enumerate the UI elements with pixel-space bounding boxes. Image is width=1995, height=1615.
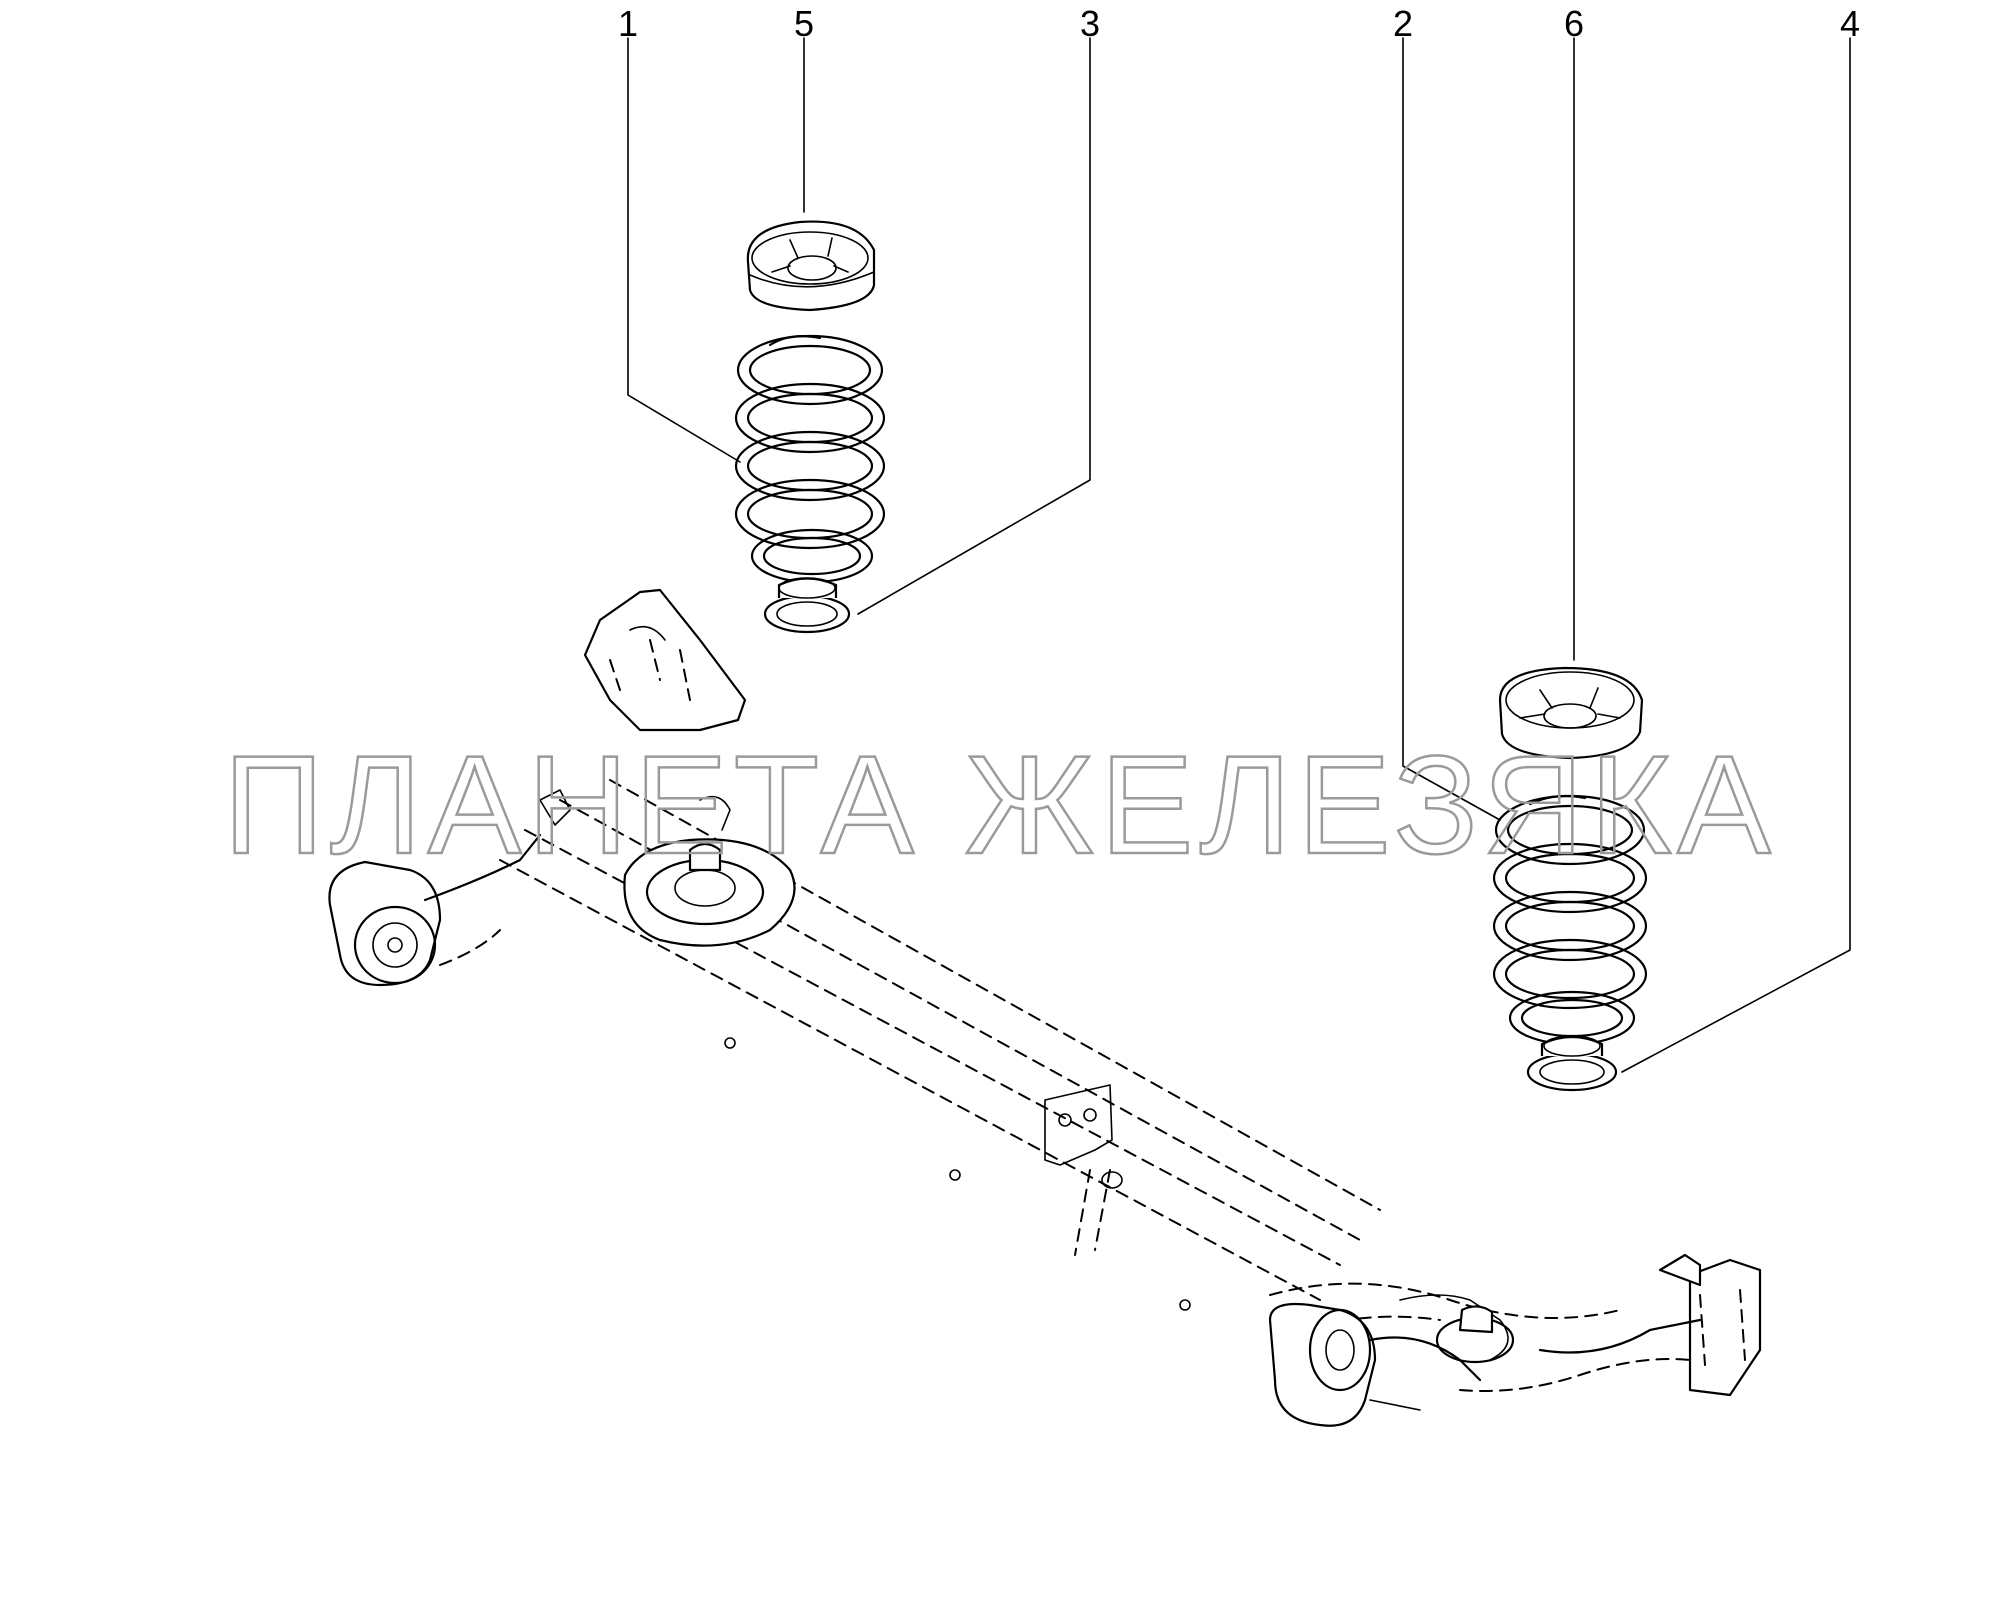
callout-1: 1 <box>618 3 638 44</box>
callout-5: 5 <box>794 3 814 44</box>
callout-3: 3 <box>1080 3 1100 44</box>
lower-spring-insulator-left <box>763 577 851 634</box>
callout-2: 2 <box>1393 3 1413 44</box>
lower-spring-insulator-right <box>1526 1035 1618 1092</box>
leader-line-1 <box>627 37 741 463</box>
callout-6: 6 <box>1564 3 1584 44</box>
leader-line-3 <box>857 37 1091 615</box>
callout-numbers: 1 5 3 2 6 4 <box>618 3 1860 44</box>
leader-lines <box>627 37 1851 1073</box>
leader-line-2 <box>1402 37 1501 821</box>
leader-line-4 <box>1621 37 1851 1073</box>
upper-spring-insulator-right <box>1498 666 1644 760</box>
rear-axle-beam <box>328 588 1762 1427</box>
coil-spring-left <box>734 334 886 584</box>
callout-4: 4 <box>1840 3 1860 44</box>
upper-spring-insulator-left <box>746 220 876 312</box>
watermark-text: ПЛАНЕТА ЖЕЛЕЗЯКА <box>223 726 1776 883</box>
coil-spring-right <box>1492 794 1648 1046</box>
